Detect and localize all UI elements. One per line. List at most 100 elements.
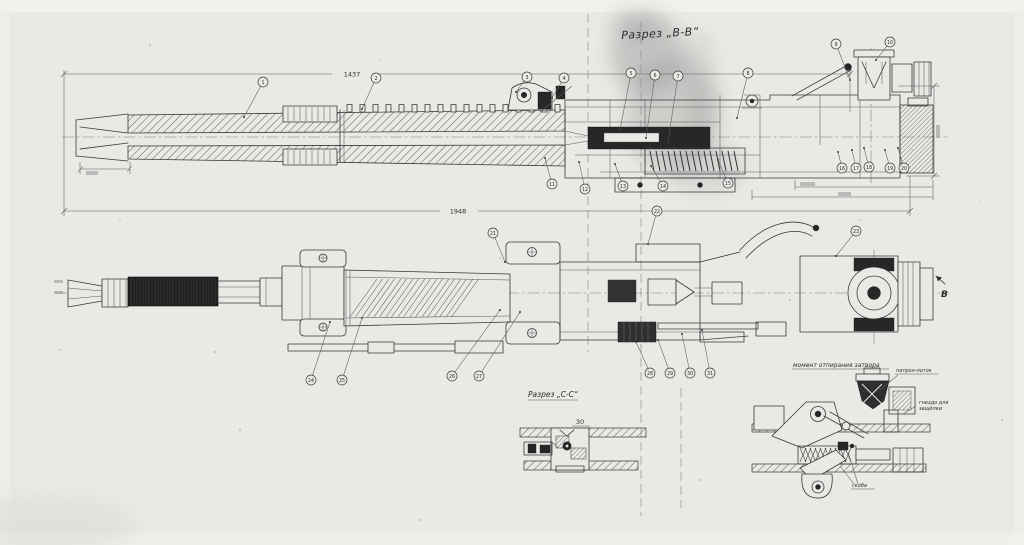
barrel-rib bbox=[489, 104, 496, 113]
jacket-slot bbox=[391, 278, 419, 318]
callout-balloon bbox=[625, 67, 637, 79]
callout-dot bbox=[329, 321, 331, 323]
dimension-cc-width: 30 bbox=[576, 418, 584, 426]
callout-number: 22 bbox=[654, 209, 660, 215]
detail-feed-label: патрон-лоток bbox=[896, 368, 932, 374]
callout-dot bbox=[667, 141, 669, 143]
callout-balloon bbox=[305, 374, 317, 386]
barrel-rib bbox=[437, 104, 444, 113]
callout-balloon bbox=[473, 370, 485, 382]
callout-number: 29 bbox=[667, 371, 673, 377]
detail-view-bolt-unlocking bbox=[751, 367, 938, 499]
dust-specks bbox=[59, 44, 1003, 521]
callout-balloon bbox=[558, 72, 570, 84]
callout-number: 13 bbox=[620, 184, 626, 190]
callout-balloon bbox=[336, 374, 348, 386]
top-view-dimensions bbox=[60, 70, 940, 216]
barrel-rib bbox=[450, 104, 457, 113]
spring-coil-line bbox=[709, 150, 715, 172]
callout-dot bbox=[619, 129, 621, 131]
detail-socket-label-line1: гнездо для bbox=[919, 400, 948, 406]
callout-number: 16 bbox=[839, 166, 845, 172]
barrel-rib bbox=[554, 104, 561, 113]
spring-coil-line bbox=[703, 150, 709, 172]
callout-number: 20 bbox=[901, 166, 907, 172]
barrel-rib bbox=[463, 104, 470, 113]
section-cc-view bbox=[519, 425, 647, 473]
callout-balloon bbox=[672, 70, 684, 82]
callout-leader bbox=[361, 77, 377, 110]
callout-dot bbox=[645, 137, 647, 139]
callout-dot bbox=[504, 261, 506, 263]
callout-dot bbox=[717, 159, 719, 161]
callout-leader bbox=[635, 341, 651, 374]
callout-balloon bbox=[742, 67, 754, 79]
jacket-slot bbox=[439, 278, 467, 318]
jacket-slot bbox=[379, 278, 407, 318]
callout-number: 15 bbox=[725, 181, 731, 187]
detail-spring-coil bbox=[804, 447, 812, 463]
callout-number: 12 bbox=[582, 187, 588, 193]
callout-number: 25 bbox=[339, 378, 345, 384]
detail-clamp-label: скоба bbox=[852, 483, 867, 489]
dimension-overall-bottom: 1948 bbox=[450, 208, 467, 216]
callout-number: 7 bbox=[676, 74, 679, 80]
callout-number: 6 bbox=[653, 73, 656, 79]
callout-balloon bbox=[487, 227, 499, 239]
jacket-slot bbox=[403, 278, 431, 318]
callout-balloon bbox=[446, 370, 458, 382]
callout-number: 21 bbox=[490, 231, 496, 237]
jacket-slot bbox=[451, 278, 479, 318]
spring-coil-line bbox=[667, 150, 673, 172]
top-view-longitudinal-section bbox=[75, 49, 934, 193]
callout-balloon bbox=[863, 161, 875, 173]
spring-coil-line bbox=[721, 150, 727, 172]
callout-dot bbox=[635, 341, 637, 343]
jacket-slot bbox=[397, 278, 426, 318]
callout-balloon bbox=[651, 205, 663, 217]
barrel-rib bbox=[424, 104, 431, 113]
callout-balloon bbox=[649, 69, 661, 81]
callout-leader bbox=[645, 74, 656, 139]
callout-dot bbox=[361, 317, 363, 319]
callout-number: 27 bbox=[476, 374, 482, 380]
jacket-slot bbox=[421, 278, 450, 318]
callout-number: 17 bbox=[853, 166, 859, 172]
callout-leader bbox=[310, 321, 331, 381]
callout-leader bbox=[619, 72, 632, 131]
callout-dot bbox=[614, 163, 616, 165]
callout-dot bbox=[849, 79, 851, 81]
callout-balloon bbox=[684, 367, 696, 379]
barrel-rib bbox=[372, 104, 379, 113]
detail-spring-coil bbox=[799, 447, 807, 463]
callout-balloon bbox=[704, 367, 716, 379]
callout-number: 1 bbox=[261, 80, 264, 86]
barrel-rib bbox=[476, 104, 483, 113]
jacket-slot bbox=[433, 278, 462, 318]
callout-balloon bbox=[644, 367, 656, 379]
callout-number: 10 bbox=[887, 40, 893, 46]
callout-number: 8 bbox=[746, 71, 749, 77]
callout-dot bbox=[701, 329, 703, 331]
spring-coil-line bbox=[697, 150, 703, 172]
barrel-rib bbox=[398, 104, 405, 113]
callout-number: 28 bbox=[647, 371, 653, 377]
callout-dot bbox=[835, 255, 837, 257]
detail-title-label: момент отпирания затвора bbox=[793, 362, 880, 369]
spring-coil-line bbox=[685, 150, 691, 172]
spring-coil-line bbox=[661, 150, 667, 172]
middle-view-external bbox=[54, 221, 946, 354]
callout-number: 31 bbox=[707, 371, 713, 377]
callout-dot bbox=[361, 108, 363, 110]
callout-balloon bbox=[850, 225, 862, 237]
callout-number: 14 bbox=[660, 184, 666, 190]
callout-balloon bbox=[579, 183, 591, 195]
barrel-rib bbox=[346, 104, 353, 113]
callout-dot bbox=[837, 151, 839, 153]
callout-number: 26 bbox=[449, 374, 455, 380]
callout-leader bbox=[647, 210, 658, 245]
